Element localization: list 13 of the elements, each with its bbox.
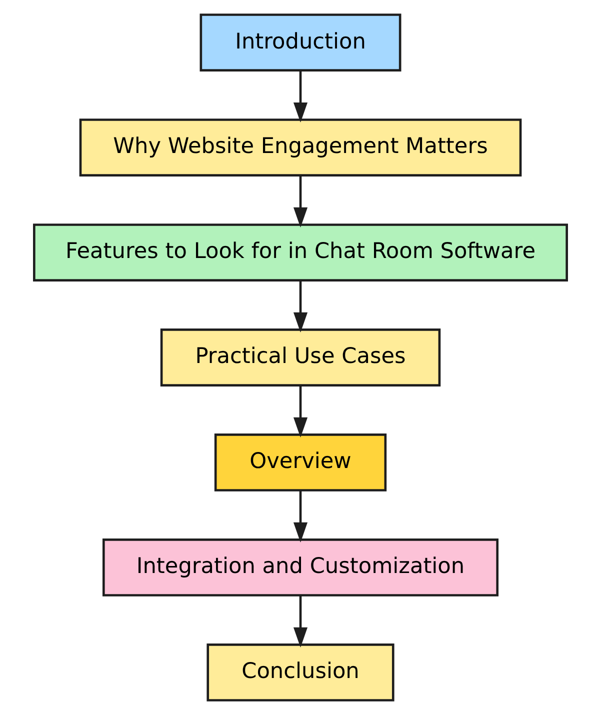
node-box: Features to Look for in Chat Room Software: [32, 224, 568, 282]
node-box: Conclusion: [206, 644, 394, 702]
node-box: Introduction: [199, 14, 401, 72]
node-box: Practical Use Cases: [160, 328, 440, 386]
arrow: [292, 596, 308, 648]
node-box: Integration and Customization: [102, 538, 498, 596]
node-box: Why Website Engagement Matters: [78, 118, 522, 176]
arrow: [292, 490, 308, 542]
arrow: [292, 386, 308, 438]
arrow: [292, 70, 308, 123]
arrow: [292, 176, 308, 228]
node-box: Overview: [214, 434, 386, 492]
arrow: [292, 280, 308, 333]
